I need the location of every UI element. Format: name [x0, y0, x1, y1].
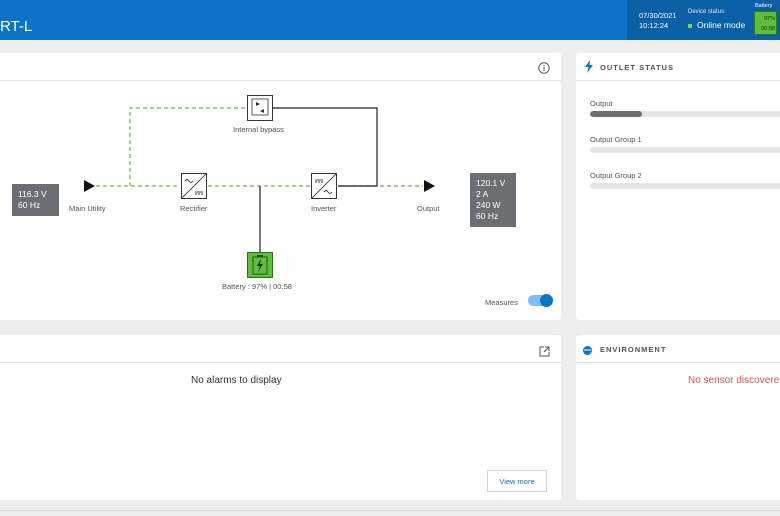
outlet-bar-group-1 [590, 147, 780, 153]
device-status-value: Online mode [697, 20, 746, 30]
info-icon[interactable] [538, 61, 550, 74]
outlet-label-group-2: Output Group 2 [590, 171, 642, 180]
outlet-label-group-1: Output Group 1 [590, 135, 642, 144]
outlet-bar-output [590, 111, 780, 117]
lightning-icon [584, 60, 594, 73]
environment-card: ENVIRONMENT No sensor discovere [576, 335, 780, 500]
environment-title: ENVIRONMENT [600, 345, 667, 354]
no-alarms-message: No alarms to display [191, 375, 282, 386]
input-values-box: 116.3 V 60 Hz [12, 184, 59, 216]
outlet-label-output: Output [590, 99, 613, 108]
output-label: Output [417, 204, 440, 213]
status-dot-icon [688, 23, 692, 28]
synoptic-card-header [0, 53, 561, 81]
time-text: 10:12:24 [639, 21, 669, 30]
view-more-button[interactable]: View more [487, 470, 547, 492]
top-bar: RT-L 07/30/2021 10:12:24 Device status: … [0, 0, 780, 40]
outlet-fill-output [590, 111, 642, 117]
battery-indicator[interactable]: 97% 00:58 [754, 11, 777, 35]
battery-label-text: Battery : 97% | 00:58 [222, 282, 292, 291]
outlet-bar-group-2 [590, 183, 780, 189]
internal-bypass-label: Internal bypass [233, 125, 284, 134]
battery-symbol[interactable] [247, 252, 273, 278]
alarms-card-header [0, 335, 561, 363]
input-frequency: 60 Hz [18, 200, 41, 210]
rectifier-label: Rectifier [180, 204, 208, 213]
outlet-status-header [576, 53, 780, 81]
input-voltage: 116.3 V [18, 189, 47, 199]
outlet-status-title: OUTLET STATUS [600, 63, 674, 72]
toggle-knob[interactable] [540, 294, 553, 307]
inverter-symbol[interactable] [311, 173, 337, 199]
battery-time: 00:58 [761, 26, 775, 32]
alarms-card: No alarms to display View more [0, 335, 561, 500]
external-link-icon[interactable] [539, 344, 550, 357]
device-status: Online mode [688, 20, 745, 30]
outlet-status-card: OUTLET STATUS Output Output Group 1 Outp… [576, 53, 780, 320]
output-frequency: 60 Hz [476, 211, 499, 221]
no-sensor-message: No sensor discovere [688, 375, 780, 386]
internal-bypass-symbol[interactable] [247, 95, 273, 121]
measures-toggle[interactable] [528, 294, 553, 307]
output-power: 240 W [476, 200, 501, 210]
inverter-label: Inverter [311, 204, 337, 213]
bottom-divider [0, 510, 780, 511]
battery-label: Battery [755, 3, 773, 9]
output-voltage: 120.1 V [476, 178, 506, 188]
rectifier-symbol[interactable] [181, 173, 207, 199]
environment-card-header [576, 335, 780, 363]
main-utility-label: Main Utility [69, 204, 106, 213]
datetime: 07/30/2021 10:12:24 [639, 11, 677, 31]
device-info-panel: 07/30/2021 10:12:24 Device status: Onlin… [627, 0, 780, 40]
output-values-box: 120.1 V 2 A 240 W 60 Hz [470, 173, 516, 227]
device-status-label: Device status: [688, 9, 726, 15]
water-drop-icon [582, 343, 593, 355]
date-text: 07/30/2021 [639, 11, 677, 20]
app-title: RT-L [0, 18, 33, 35]
output-current: 2 A [476, 189, 489, 199]
measures-label: Measures [485, 298, 518, 307]
battery-percent: 97% [763, 16, 775, 22]
